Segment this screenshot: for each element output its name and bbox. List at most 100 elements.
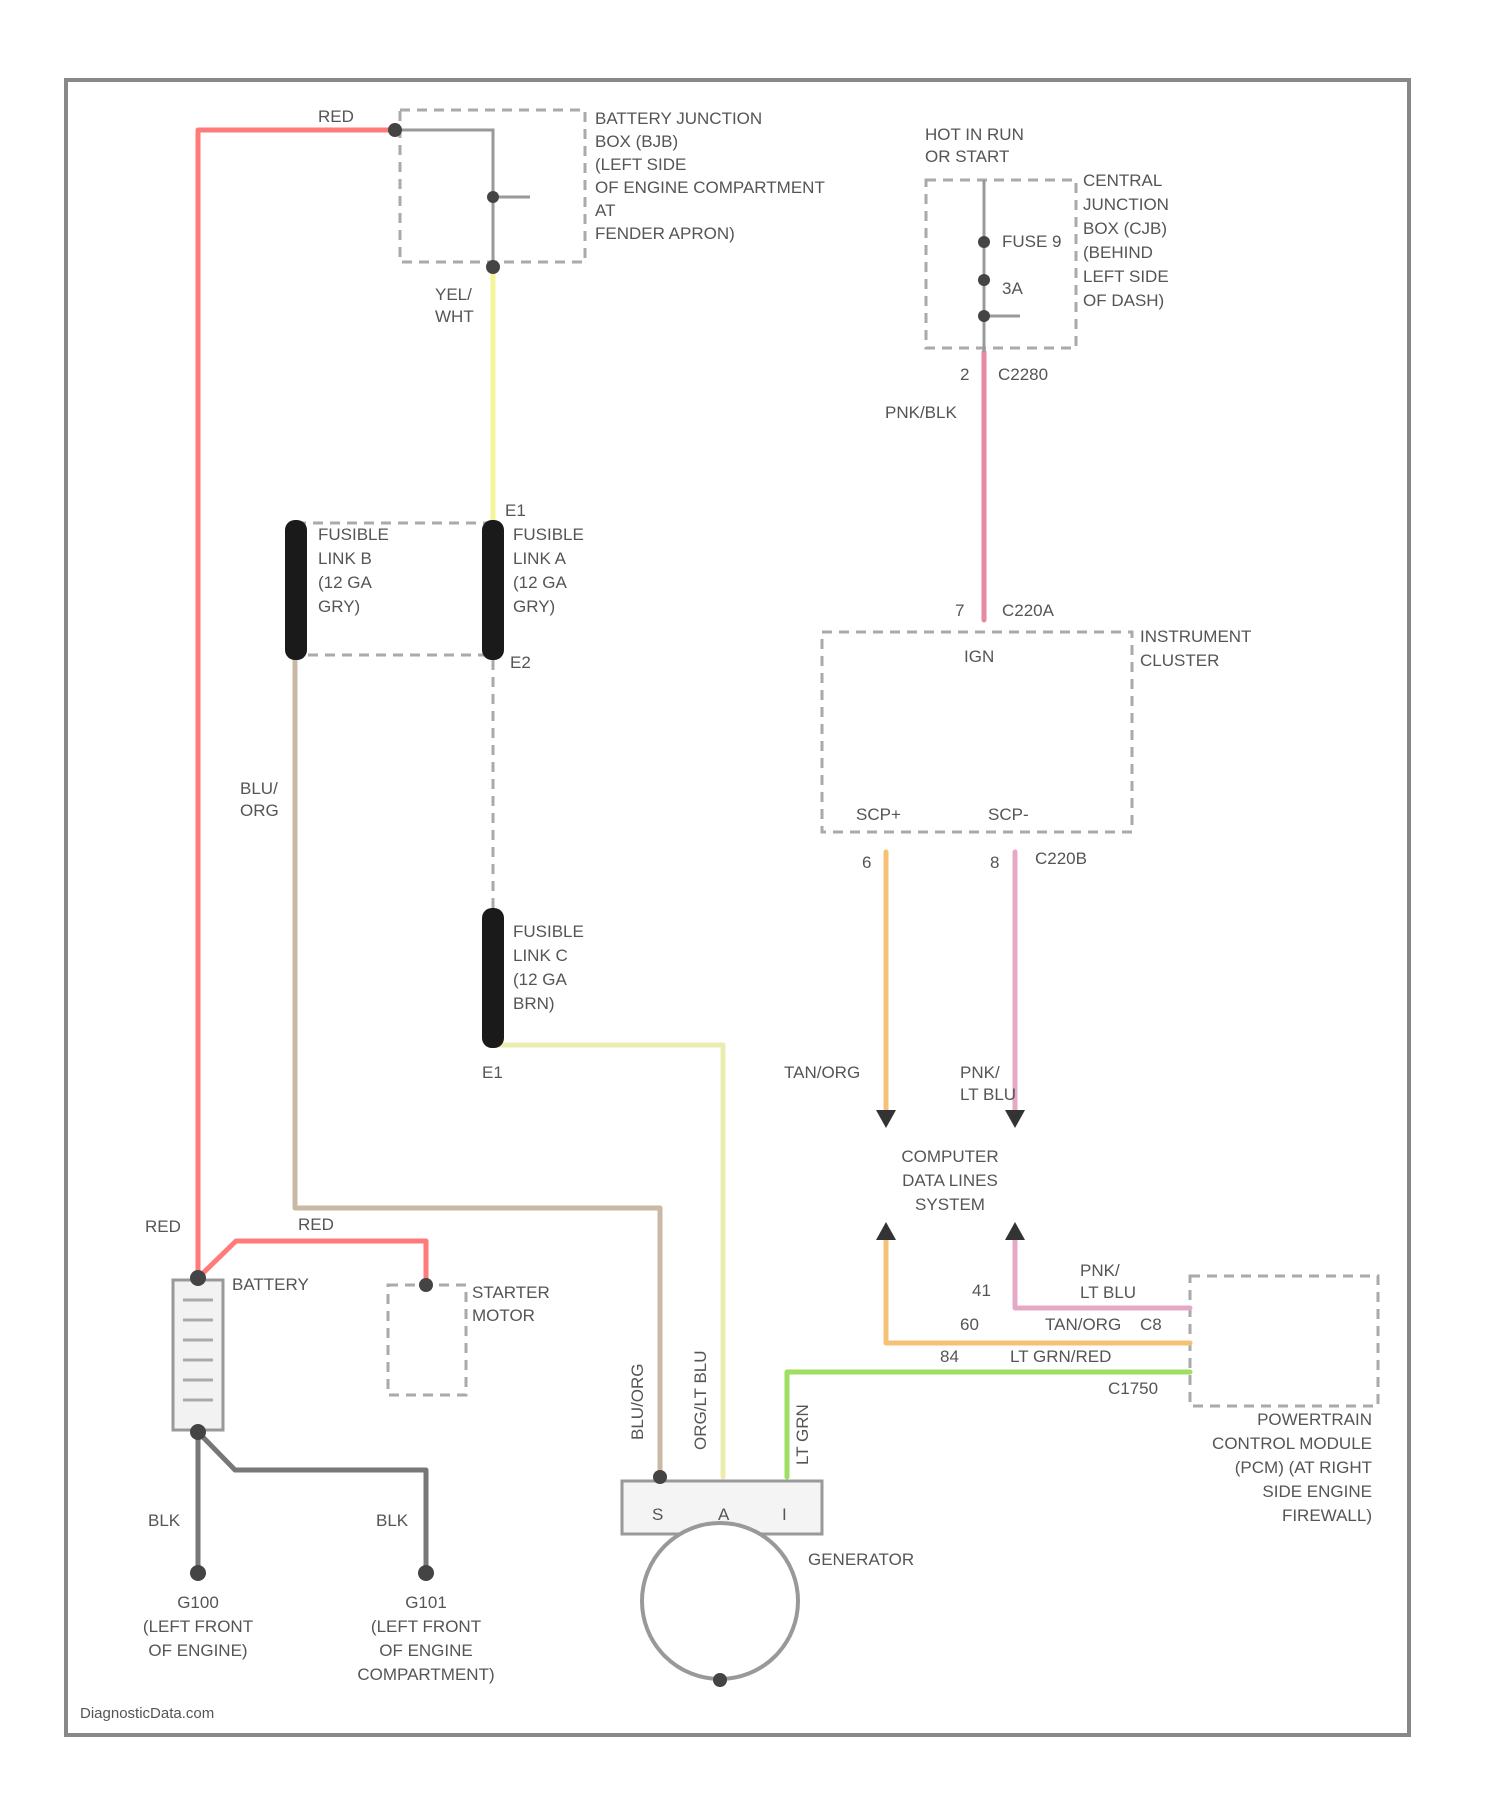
battery-junction-box-label-line: (LEFT SIDE — [595, 155, 686, 174]
wire-label-blu-org-line: ORG — [240, 801, 279, 820]
fusible-link-a-label-line: (12 GA — [513, 573, 568, 592]
starter-motor-label-line: MOTOR — [472, 1306, 535, 1325]
fusible-link-c-wire — [493, 1045, 723, 1477]
fusible-link-c-label-line: BRN) — [513, 994, 555, 1013]
pin-8: 8 — [990, 853, 999, 872]
wire-label-blu-org: BLU/ORG — [240, 779, 279, 820]
computer-data-lines-label-line: COMPUTER — [901, 1147, 998, 1166]
pcm-label-line: SIDE ENGINE — [1262, 1482, 1372, 1501]
fusible-link-a-label-line: LINK A — [513, 549, 567, 568]
central-junction-box-label-line: BOX (CJB) — [1083, 219, 1167, 238]
wire-label-lt-grn-vertical: LT GRN — [793, 1404, 812, 1465]
ground-g100-label: G100 (LEFT FRONT OF ENGINE) — [143, 1593, 253, 1660]
fusible-link-a-label-line: GRY) — [513, 597, 555, 616]
wire-label-red-top: RED — [318, 107, 354, 126]
ground-g101-label-line: (LEFT FRONT — [371, 1617, 481, 1636]
wire-label-tan-org: TAN/ORG — [784, 1063, 860, 1082]
pin-7: 7 — [955, 601, 964, 620]
battery-junction-box-label-line: FENDER APRON) — [595, 224, 735, 243]
pin-2: 2 — [960, 365, 969, 384]
fusible-link-b-label-line: GRY) — [318, 597, 360, 616]
starter-motor-label: STARTER MOTOR — [472, 1283, 550, 1325]
arrow-down-pnk-ltblu — [1005, 1110, 1025, 1128]
battery-ground-wire-g101 — [198, 1432, 426, 1573]
pcm-label-line: POWERTRAIN — [1257, 1410, 1372, 1429]
connector-c220b: C220B — [1035, 849, 1087, 868]
battery-icon — [173, 1280, 223, 1430]
hot-in-run-label-line: HOT IN RUN — [925, 125, 1024, 144]
wire-label-blk-1: BLK — [148, 1511, 181, 1530]
wire-label-lt-grn-red: LT GRN/RED — [1010, 1347, 1111, 1366]
fusible-link-c-label-line: FUSIBLE — [513, 922, 584, 941]
battery-junction-box-label-line: AT — [595, 201, 615, 220]
battery-junction-box-label-line: BOX (BJB) — [595, 132, 678, 151]
pin-60: 60 — [960, 1315, 979, 1334]
pin-84: 84 — [940, 1347, 959, 1366]
instrument-cluster-label: INSTRUMENTCLUSTER — [1140, 627, 1251, 670]
fusible-link-b-label-line: LINK B — [318, 549, 372, 568]
pcm-label-line: CONTROL MODULE — [1212, 1434, 1372, 1453]
generator-label: GENERATOR — [808, 1550, 914, 1569]
ground-g100-label-line: (LEFT FRONT — [143, 1617, 253, 1636]
instrument-cluster-label-line: INSTRUMENT — [1140, 627, 1251, 646]
ground-g100-label-line: OF ENGINE) — [148, 1641, 247, 1660]
fusible-link-b-label-line: FUSIBLE — [318, 525, 389, 544]
wire-label-yel-wht-line: YEL/ — [435, 285, 472, 304]
fuse-rating-label: 3A — [1002, 279, 1023, 298]
arrow-up-tan-org — [876, 1222, 896, 1240]
wire-label-pnk-ltblu-pcm-line: PNK/ — [1080, 1261, 1120, 1280]
wire-label-yel-wht-line: WHT — [435, 307, 474, 326]
central-junction-box-label-line: CENTRAL — [1083, 171, 1162, 190]
pin-6: 6 — [862, 853, 871, 872]
hot-in-run-label-line: OR START — [925, 147, 1009, 166]
central-junction-box-label-line: JUNCTION — [1083, 195, 1169, 214]
battery-junction-box-label-line: BATTERY JUNCTION — [595, 109, 762, 128]
ground-g101-label-line: OF ENGINE — [379, 1641, 473, 1660]
arrow-up-pnk-ltblu — [1005, 1222, 1025, 1240]
starter-motor-label-line: STARTER — [472, 1283, 550, 1302]
pin-ign: IGN — [964, 647, 994, 666]
connector-c220a: C220A — [1002, 601, 1055, 620]
fusible-link-c-label-line: (12 GA — [513, 970, 568, 989]
wire-label-pnk-ltblu-pcm-line: LT BLU — [1080, 1283, 1136, 1302]
pin-41: 41 — [972, 1281, 991, 1300]
connector-c2280: C2280 — [998, 365, 1048, 384]
wire-label-blu-org-line: BLU/ — [240, 779, 278, 798]
central-junction-box-label-line: (BEHIND — [1083, 243, 1153, 262]
bjb-internal-bus — [395, 130, 530, 267]
pcm-label-line: FIREWALL) — [1282, 1506, 1372, 1525]
terminal-dots — [190, 123, 990, 1687]
footer-watermark: DiagnosticData.com — [80, 1705, 214, 1722]
starter-motor-outline — [388, 1285, 466, 1395]
ground-g101-label-line: G101 — [405, 1593, 447, 1612]
wire-label-red-left: RED — [145, 1217, 181, 1236]
wire-label-pnk-ltblu-line: PNK/ — [960, 1063, 1000, 1082]
fusible-link-c-icon — [482, 908, 504, 1048]
ground-g101-label: G101(LEFT FRONTOF ENGINECOMPARTMENT) — [357, 1593, 494, 1684]
computer-data-lines-label-line: SYSTEM — [915, 1195, 985, 1214]
battery-junction-box-label: BATTERY JUNCTION BOX (BJB) (LEFT SIDE OF EN… — [595, 109, 825, 243]
central-junction-box-outline — [926, 180, 1076, 348]
wire-label-pnk-ltblu: PNK/LT BLU — [960, 1063, 1016, 1104]
connector-c1750: C1750 — [1108, 1379, 1158, 1398]
fusible-link-c-label: FUSIBLE LINK C (12 GA BRN) — [513, 922, 584, 1013]
battery-junction-box-label-line: OF ENGINE COMPARTMENT — [595, 178, 825, 197]
pin-i: I — [782, 1505, 787, 1524]
fuse-9-label: FUSE 9 — [1002, 232, 1062, 251]
generator-icon — [642, 1523, 798, 1679]
ground-g100-label-line: G100 — [177, 1593, 219, 1612]
pin-a: A — [718, 1505, 730, 1524]
wire-label-pnk-ltblu-line: LT BLU — [960, 1085, 1016, 1104]
cjb-internal-fuse — [984, 180, 1020, 352]
fusible-link-a-icon — [482, 520, 504, 660]
hot-in-run-label: HOT IN RUN OR START — [925, 125, 1024, 166]
wire-label-red-battery: RED — [298, 1215, 334, 1234]
fusible-link-c-label-line: LINK C — [513, 946, 568, 965]
wire-label-pnk-blk: PNK/BLK — [885, 403, 957, 422]
blu-org-wire — [295, 658, 660, 1477]
